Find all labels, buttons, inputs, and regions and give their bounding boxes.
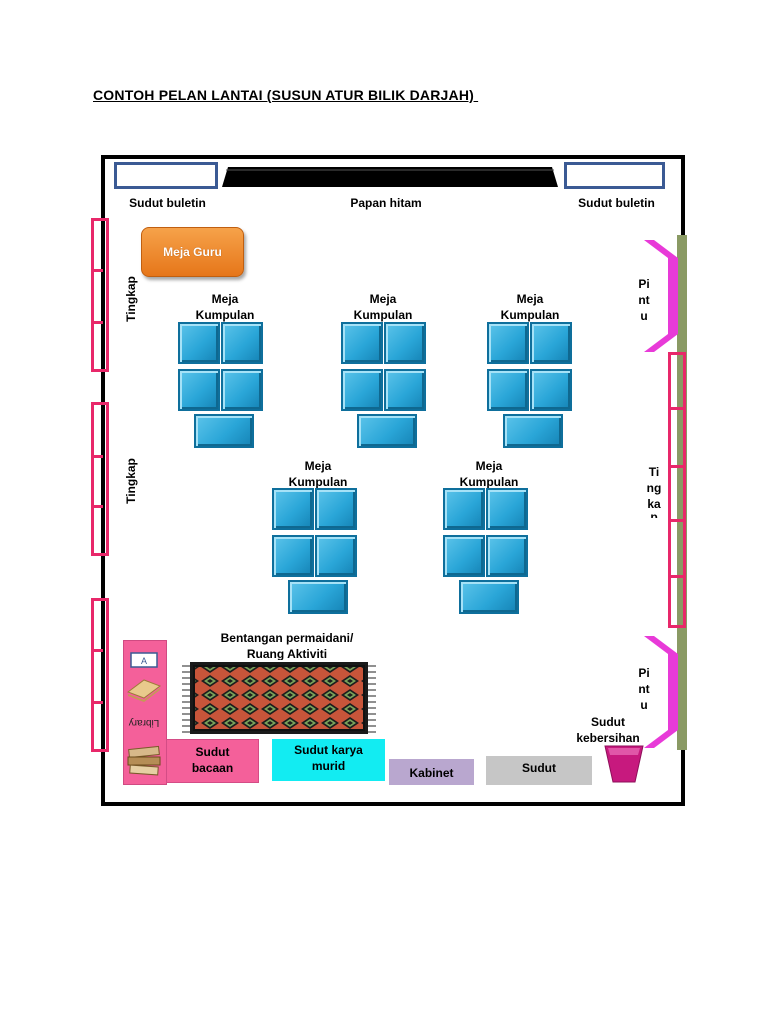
meja-kumpulan-5-line-1: Meja bbox=[475, 459, 503, 473]
bentangan-line-2: Ruang Aktiviti bbox=[246, 647, 328, 660]
tingkap-right-line-2: ng bbox=[646, 481, 662, 495]
kabinet: Kabinet bbox=[389, 759, 474, 785]
meja-kumpulan-label-1: Meja Kumpulan bbox=[175, 291, 275, 323]
meja-kumpulan-2-line-2: Kumpulan bbox=[353, 308, 413, 322]
desk bbox=[221, 369, 263, 411]
library-label: Library bbox=[128, 717, 160, 728]
bentangan-label: Bentangan permaidani/ Ruang Aktiviti bbox=[196, 630, 378, 660]
sudut-bacaan: Sudut bacaan bbox=[166, 739, 259, 783]
meja-kumpulan-3-line-1: Meja bbox=[516, 292, 544, 306]
sudut-kebersihan-line-1: Sudut bbox=[591, 715, 625, 729]
desk bbox=[341, 369, 383, 411]
pintu-top-line-2: nt bbox=[638, 293, 650, 307]
pintu-bottom-line-1: Pi bbox=[638, 666, 650, 680]
desk bbox=[486, 535, 528, 577]
sudut-grey: Sudut bbox=[486, 756, 592, 785]
desk bbox=[178, 322, 220, 364]
rubbish-bin-icon bbox=[604, 745, 644, 783]
page-title: CONTOH PELAN LANTAI (SUSUN ATUR BILIK DA… bbox=[93, 87, 479, 103]
window-left-1 bbox=[91, 218, 109, 372]
desk-end bbox=[288, 580, 348, 614]
desk bbox=[487, 369, 529, 411]
bulletin-board-left bbox=[114, 162, 218, 189]
book-stack-icon bbox=[127, 745, 161, 776]
tingkap-left-label-1: Tingkap bbox=[124, 276, 138, 322]
desk bbox=[178, 369, 220, 411]
desk bbox=[530, 369, 572, 411]
desk bbox=[221, 322, 263, 364]
meja-kumpulan-4-line-2: Kumpulan bbox=[288, 475, 348, 489]
sudut-bacaan-line-1: Sudut bbox=[195, 745, 230, 759]
meja-kumpulan-label-3: Meja Kumpulan bbox=[480, 291, 580, 323]
sudut-karya-line-1: Sudut karya bbox=[294, 743, 363, 757]
blackboard bbox=[222, 167, 558, 187]
tingkap-right-line-3: ka bbox=[647, 497, 661, 511]
meja-kumpulan-3-line-2: Kumpulan bbox=[500, 308, 560, 322]
carpet-icon bbox=[182, 662, 376, 734]
desk bbox=[272, 488, 314, 530]
desk-end bbox=[194, 414, 254, 448]
sudut-kebersihan-line-2: kebersihan bbox=[576, 731, 640, 745]
tingkap-right-line-1: Ti bbox=[648, 465, 660, 479]
papan-hitam-label: Papan hitam bbox=[350, 196, 422, 210]
pintu-top-line-1: Pi bbox=[638, 277, 650, 291]
window-right bbox=[668, 352, 686, 628]
pintu-bottom-label: Pi nt u bbox=[628, 665, 660, 713]
pintu-bottom-line-3: u bbox=[640, 698, 648, 712]
meja-kumpulan-2-line-1: Meja bbox=[369, 292, 397, 306]
door-top bbox=[644, 240, 678, 352]
bulletin-board-right bbox=[564, 162, 665, 189]
desk bbox=[443, 488, 485, 530]
meja-kumpulan-label-4: Meja Kumpulan bbox=[268, 458, 368, 490]
sudut-buletin-left-label: Sudut buletin bbox=[129, 196, 206, 210]
meja-kumpulan-1-line-2: Kumpulan bbox=[195, 308, 255, 322]
meja-kumpulan-5-line-2: Kumpulan bbox=[459, 475, 519, 489]
desk bbox=[486, 488, 528, 530]
sudut-buletin-right-label: Sudut buletin bbox=[578, 196, 655, 210]
sudut-karya-murid: Sudut karya murid bbox=[272, 739, 385, 781]
desk bbox=[384, 369, 426, 411]
sudut-kebersihan-label: Sudut kebersihan bbox=[568, 714, 648, 746]
desk bbox=[315, 488, 357, 530]
tingkap-right-label: Ti ng ka p bbox=[640, 464, 668, 518]
meja-kumpulan-4-line-1: Meja bbox=[304, 459, 332, 473]
pintu-top-label: Pi nt u bbox=[628, 276, 660, 324]
tingkap-right-line-4: p bbox=[640, 512, 668, 518]
door-bottom bbox=[644, 636, 678, 748]
sudut-karya-line-2: murid bbox=[311, 759, 346, 773]
desk bbox=[487, 322, 529, 364]
library-book-icon: A bbox=[130, 652, 158, 668]
svg-text:A: A bbox=[141, 656, 147, 666]
desk bbox=[315, 535, 357, 577]
right-wall-strip bbox=[677, 235, 687, 750]
desk bbox=[443, 535, 485, 577]
meja-kumpulan-1-line-1: Meja bbox=[211, 292, 239, 306]
desk bbox=[530, 322, 572, 364]
bentangan-line-1: Bentangan permaidani/ bbox=[220, 631, 354, 645]
desk bbox=[272, 535, 314, 577]
window-left-3 bbox=[91, 598, 109, 752]
meja-kumpulan-label-2: Meja Kumpulan bbox=[333, 291, 433, 323]
book-icon bbox=[126, 679, 162, 702]
pintu-bottom-line-2: nt bbox=[638, 682, 650, 696]
meja-guru: Meja Guru bbox=[141, 227, 244, 277]
pintu-top-line-3: u bbox=[640, 309, 648, 323]
desk bbox=[384, 322, 426, 364]
desk-end bbox=[503, 414, 563, 448]
desk-end bbox=[357, 414, 417, 448]
sudut-bacaan-line-2: bacaan bbox=[191, 761, 234, 775]
meja-kumpulan-label-5: Meja Kumpulan bbox=[439, 458, 539, 490]
window-left-2 bbox=[91, 402, 109, 556]
desk-end bbox=[459, 580, 519, 614]
desk bbox=[341, 322, 383, 364]
tingkap-left-label-2: Tingkap bbox=[124, 458, 138, 504]
